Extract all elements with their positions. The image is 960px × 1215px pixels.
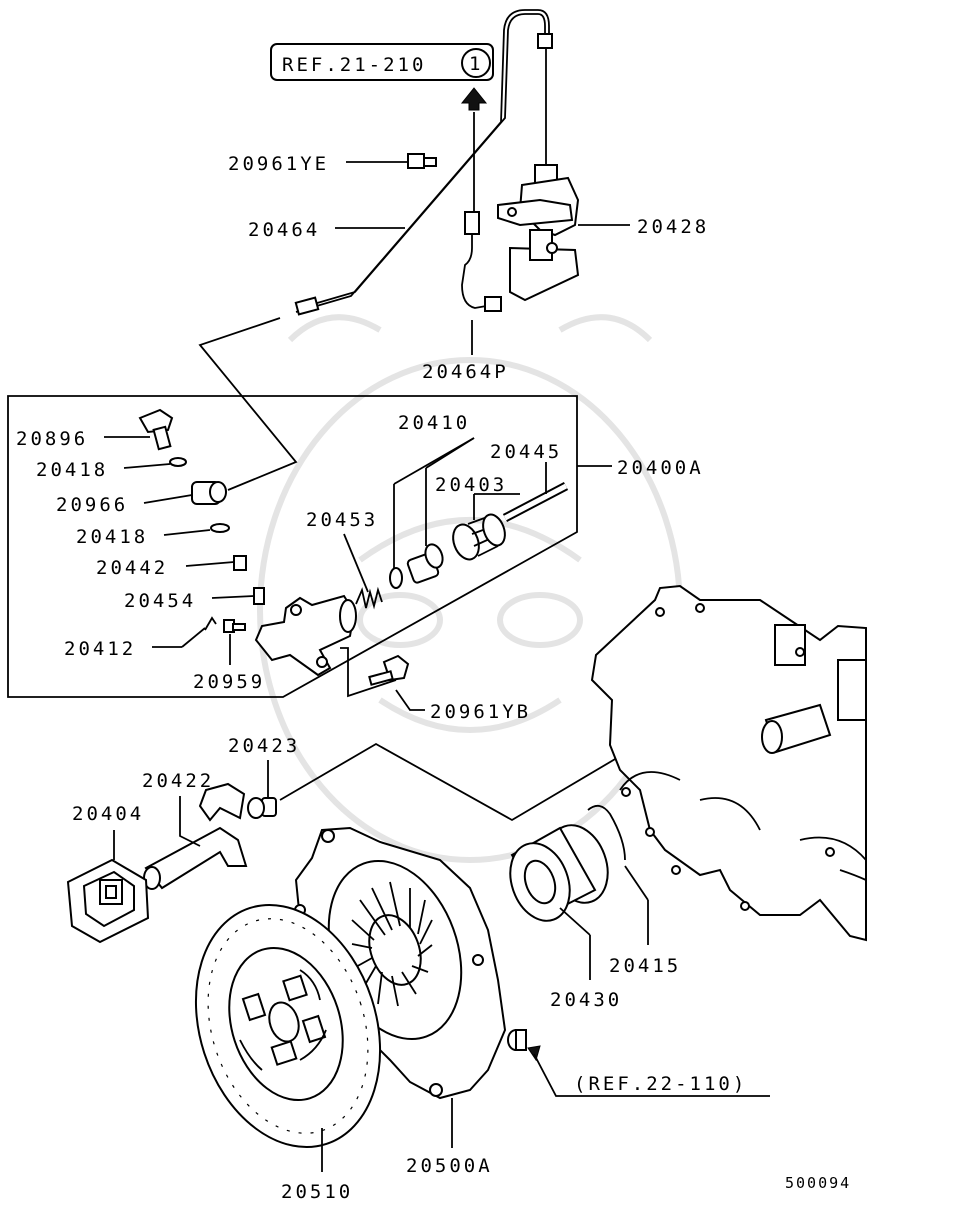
label-20961YB[interactable]: 20961YB (430, 701, 531, 723)
label-20442[interactable]: 20442 (96, 557, 168, 579)
label-20410[interactable]: 20410 (398, 412, 470, 434)
bolt-20896[interactable] (138, 408, 174, 451)
label-20418-a[interactable]: 20418 (36, 459, 108, 481)
label-20896[interactable]: 20896 (16, 428, 88, 450)
label-20966[interactable]: 20966 (56, 494, 128, 516)
label-20404[interactable]: 20404 (72, 803, 144, 825)
screw-20959[interactable] (223, 619, 246, 633)
washer-20418-a[interactable] (169, 457, 187, 467)
label-20415[interactable]: 20415 (609, 955, 681, 977)
kit-boundary-20400A (7, 395, 578, 698)
slave-cylinder-body[interactable] (254, 594, 357, 677)
union-20966[interactable] (191, 481, 227, 505)
fork-boot-20404[interactable] (66, 858, 150, 944)
clutch-pipe-20464P (461, 225, 493, 309)
release-fork-20422[interactable] (143, 782, 248, 890)
watermark-logo (257, 314, 683, 863)
label-20430[interactable]: 20430 (550, 989, 622, 1011)
label-20464P[interactable]: 20464P (422, 361, 509, 383)
spring-20453[interactable] (355, 586, 383, 610)
dowel-pin (507, 1029, 527, 1051)
label-20403[interactable]: 20403 (435, 474, 507, 496)
label-20445[interactable]: 20445 (490, 441, 562, 463)
label-20510[interactable]: 20510 (281, 1181, 353, 1203)
label-20464[interactable]: 20464 (248, 219, 320, 241)
piston-20410[interactable] (389, 542, 446, 589)
bleeder-20454[interactable] (253, 587, 265, 605)
transmission-case (590, 584, 867, 942)
ref-bottom-text[interactable]: (REF.22-110) (574, 1073, 747, 1095)
label-20959[interactable]: 20959 (193, 671, 265, 693)
bolt-20961YE[interactable] (407, 153, 437, 169)
ref-top-circle-number: 1 (469, 53, 480, 75)
push-rod-20445[interactable] (502, 482, 569, 522)
label-20422[interactable]: 20422 (142, 770, 214, 792)
bolt-20961YB[interactable] (368, 654, 410, 686)
label-20453[interactable]: 20453 (306, 509, 378, 531)
washer-20418-b[interactable] (210, 523, 230, 533)
clip-20415[interactable] (587, 804, 626, 861)
label-20428[interactable]: 20428 (637, 216, 709, 238)
diagram-id: 500094 (785, 1174, 851, 1192)
clutch-pipe-20464 (299, 13, 546, 309)
label-20500A[interactable]: 20500A (406, 1155, 493, 1177)
clutch-disc-20510[interactable] (166, 881, 410, 1171)
label-20423[interactable]: 20423 (228, 735, 300, 757)
release-bearing-20430[interactable] (500, 817, 618, 929)
ref-box-top[interactable]: REF.21-210 1 (270, 43, 494, 81)
arrow-icon (527, 1045, 541, 1062)
pivot-ball-20423[interactable] (247, 797, 277, 819)
clip-20412[interactable] (204, 616, 217, 631)
valve-bracket-20428[interactable] (497, 164, 580, 302)
label-20412[interactable]: 20412 (64, 638, 136, 660)
boot-20403[interactable] (449, 512, 509, 563)
cap-20442[interactable] (233, 555, 247, 571)
pipe-fitting (537, 33, 553, 49)
label-20454[interactable]: 20454 (124, 590, 196, 612)
label-20400A[interactable]: 20400A (617, 457, 704, 479)
label-20961YE[interactable]: 20961YE (228, 153, 329, 175)
label-20418-b[interactable]: 20418 (76, 526, 148, 548)
arrow-up-icon (460, 87, 488, 111)
ref-top-text: REF.21-210 (282, 54, 426, 76)
